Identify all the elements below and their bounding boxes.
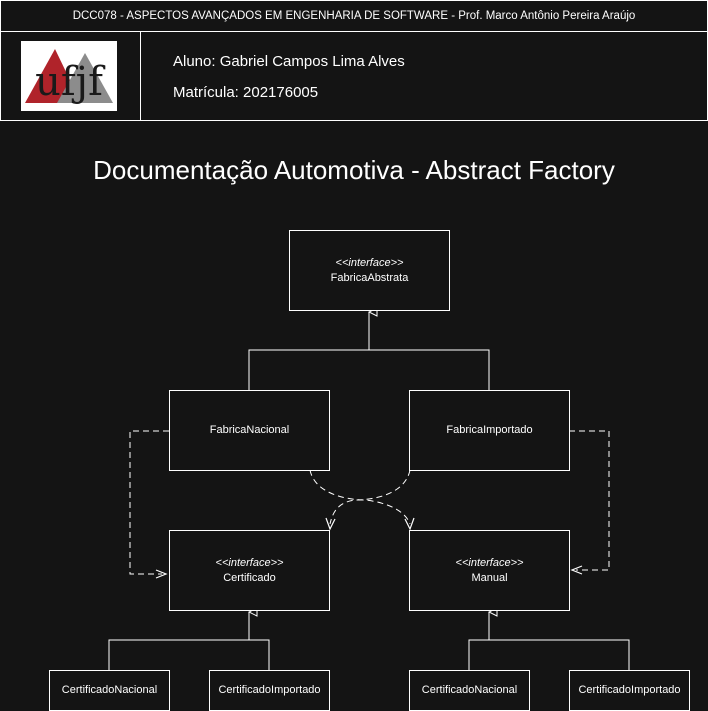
node-label: Manual [471,571,508,584]
node-label: FabricaNacional [209,424,290,436]
dependency-nacional-certificado [129,430,169,575]
node-label: CertificadoNacional [421,684,518,696]
node-manual: <<interface>> Manual [409,530,570,611]
node-fabrica-abstrata: <<interface>> FabricaAbstrata [289,230,450,311]
node-stereotype: <<interface>> [215,556,284,569]
logo-cell: ufjf [1,32,141,120]
dependency-importado-manual [569,430,610,571]
dependency-importado-certificado [329,469,411,525]
node-label: CertificadoNacional [61,684,158,696]
dependency-arrowhead-certificado-left [155,569,168,579]
node-fabrica-nacional: FabricaNacional [169,390,330,471]
node-certificado-nacional-1: CertificadoNacional [49,670,170,711]
realization-edge-certificados-2 [468,639,630,670]
node-fabrica-importado: FabricaImportado [409,390,570,471]
dependency-nacional-manual [309,469,411,525]
node-label: CertificadoImportado [578,684,681,696]
realization-edge-certificados-1 [108,639,270,670]
student-id: Matrícula: 202176005 [173,84,319,101]
node-certificado-nacional-2: CertificadoNacional [409,670,530,711]
node-stereotype: <<interface>> [335,256,404,269]
node-label: FabricaImportado [446,424,533,436]
dependency-arrowhead-manual [404,517,415,531]
dependency-arrowhead-manual-right [570,565,583,575]
ufjf-logo: ufjf [21,41,117,111]
dependency-arrowhead-certificado [325,517,336,531]
diagram-title: Documentação Automotiva - Abstract Facto… [93,155,615,185]
realization-edge-fabricas [248,349,490,390]
header-table: DCC078 - ASPECTOS AVANÇADOS EM ENGENHARI… [0,0,708,121]
node-stereotype: <<interface>> [455,556,524,569]
course-title: DCC078 - ASPECTOS AVANÇADOS EM ENGENHARI… [1,1,707,32]
node-certificado-importado-1: CertificadoImportado [209,670,330,711]
node-label: CertificadoImportado [218,684,321,696]
student-name: Aluno: Gabriel Campos Lima Alves [173,53,405,70]
node-certificado: <<interface>> Certificado [169,530,330,611]
logo-text: ufjf [35,59,106,105]
node-certificado-importado-2: CertificadoImportado [569,670,690,711]
node-label: FabricaAbstrata [330,271,409,284]
node-label: Certificado [223,571,276,584]
